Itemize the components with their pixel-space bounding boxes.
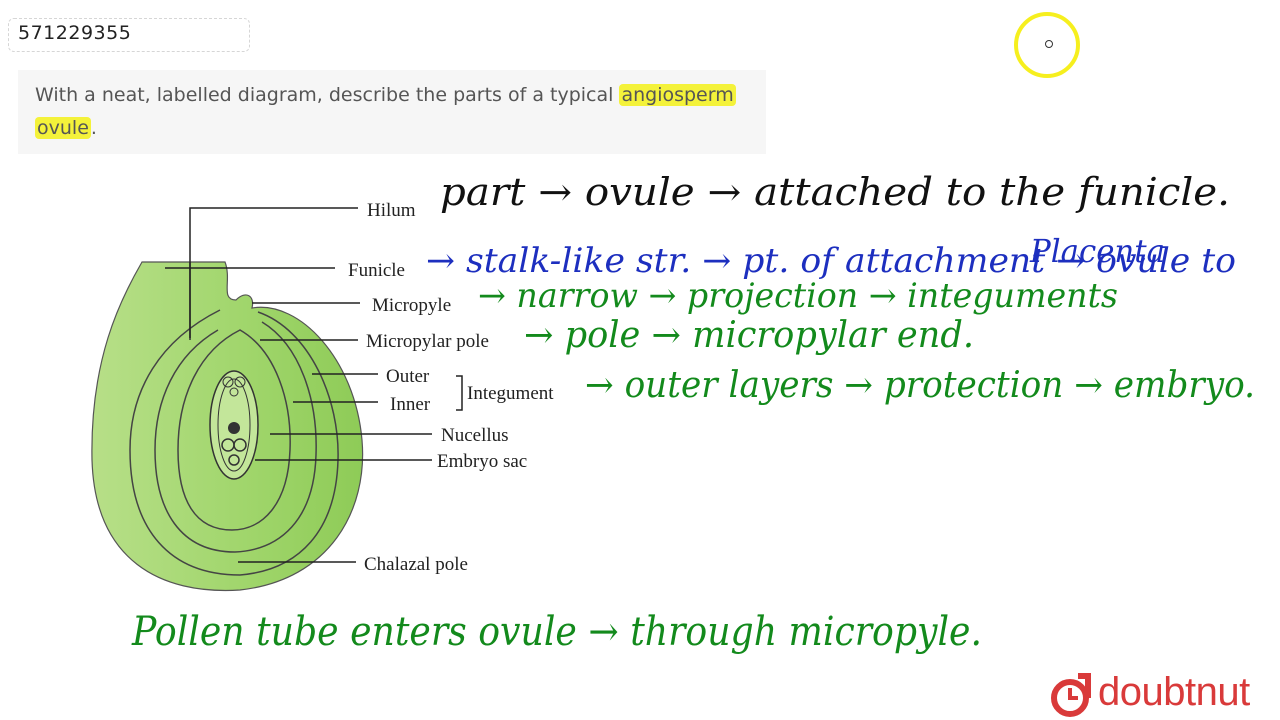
note-micropyle: → narrow → projection → integuments: [478, 276, 1118, 316]
question-id-box: [8, 18, 250, 52]
label-inner: Inner: [390, 394, 431, 415]
doubtnut-logo-icon: [1051, 673, 1091, 717]
leader-lines: [165, 207, 463, 563]
label-integument: Integument: [467, 383, 554, 404]
question-text: With a neat, labelled diagram, describe …: [35, 79, 765, 145]
note-hilum: part → ovule → attached to the funicle.: [440, 170, 1230, 214]
highlight-ovule: ovule: [35, 117, 91, 139]
inner-integument: [154, 321, 317, 553]
label-embryo-sac: Embryo sac: [437, 451, 527, 472]
cursor-dot: [1045, 40, 1053, 48]
label-nucellus: Nucellus: [441, 425, 509, 446]
label-micropylar-pole: Micropylar pole: [366, 331, 489, 352]
note-micropylar-pole: → pole → micropylar end.: [524, 315, 974, 356]
label-hilum: Hilum: [367, 200, 416, 221]
note-bottom: Pollen tube enters ovule → through micro…: [131, 609, 982, 655]
cursor-highlight-ring: [1014, 12, 1080, 78]
note-funicle: → stalk-like str. → pt. of attachment → …: [426, 241, 1236, 281]
label-chalazal-pole: Chalazal pole: [364, 554, 468, 575]
question-prefix: With a neat, labelled diagram, describe …: [35, 84, 620, 106]
label-micropyle: Micropyle: [372, 295, 451, 316]
nucellus: [177, 329, 291, 531]
label-funicle: Funicle: [348, 260, 405, 281]
doubtnut-logo-text: doubtnut: [1098, 670, 1250, 714]
note-funicle-placenta: Placenta: [1029, 232, 1165, 270]
question-suffix: .: [90, 117, 97, 139]
outer-integument: [129, 309, 339, 576]
highlight-angiosperm: angiosperm: [619, 84, 736, 106]
note-integument: → outer layers → protection → embryo.: [585, 365, 1255, 406]
label-outer: Outer: [386, 366, 430, 387]
question-id: 571229355: [18, 22, 132, 44]
